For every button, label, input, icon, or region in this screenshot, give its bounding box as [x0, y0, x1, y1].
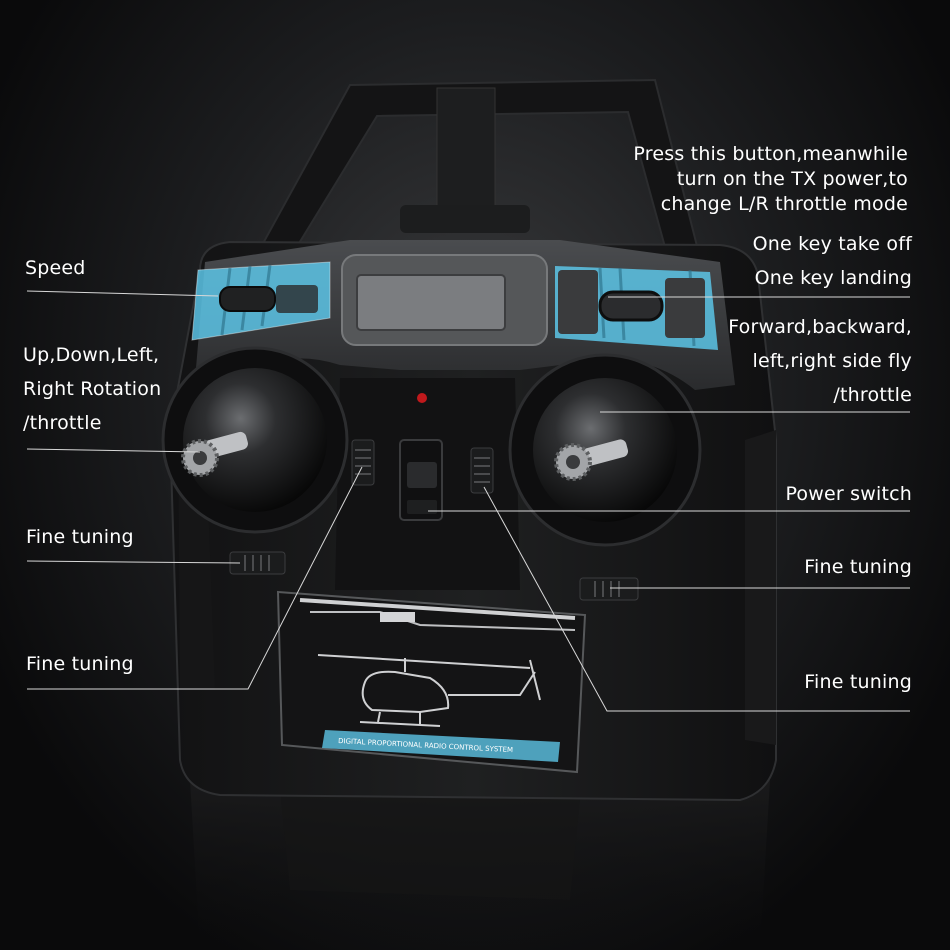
label-one-key: One key take off One key landing: [753, 227, 912, 295]
left-vertical-trim[interactable]: [351, 439, 375, 486]
label-power-switch: Power switch: [785, 483, 912, 505]
label-mode-button: Press this button,meanwhile turn on the …: [633, 142, 908, 217]
label-speed: Speed: [25, 257, 86, 279]
speed-panel: [191, 261, 331, 341]
label-left-stick-line-1: Up,Down,Left,: [23, 344, 160, 366]
label-right-stick-line-2: left,right side fly: [752, 350, 912, 372]
label-mode-button-line-2: turn on the TX power,to: [676, 168, 908, 190]
right-vertical-trim[interactable]: [470, 447, 494, 494]
label-fine-tuning-left-2: Fine tuning: [26, 653, 134, 675]
label-left-stick-line-2: Right Rotation: [23, 378, 162, 400]
power-switch[interactable]: [399, 439, 443, 521]
label-mode-button-line-1: Press this button,meanwhile: [633, 143, 908, 165]
label-one-key-line-2: One key landing: [754, 267, 912, 289]
right-horizontal-trim[interactable]: [579, 577, 639, 601]
floor-reflection: [190, 780, 770, 950]
leader-lines: [26, 290, 910, 712]
one-key-button[interactable]: [598, 290, 664, 322]
label-fine-tuning-right-1: Fine tuning: [804, 556, 912, 578]
label-mode-button-line-3: change L/R throttle mode: [660, 193, 908, 215]
helicopter-icon: [317, 654, 541, 727]
label-left-stick: Up,Down,Left, Right Rotation /throttle: [23, 338, 161, 440]
left-stick[interactable]: [161, 346, 349, 534]
label-right-stick-line-1: Forward,backward,: [728, 316, 912, 338]
speed-switch[interactable]: [219, 286, 276, 312]
label-right-stick: Forward,backward, left,right side fly /t…: [728, 310, 912, 412]
label-one-key-line-1: One key take off: [752, 233, 912, 255]
one-key-panel: [555, 266, 718, 350]
right-stick[interactable]: [508, 353, 702, 547]
label-left-stick-line-3: /throttle: [23, 412, 102, 434]
label-fine-tuning-right-2: Fine tuning: [804, 671, 912, 693]
battery-cover-panel: DIGITAL PROPORTIONAL RADIO CONTROL SYSTE…: [276, 590, 587, 774]
left-horizontal-trim[interactable]: [229, 551, 286, 575]
label-right-stick-line-3: /throttle: [833, 384, 912, 406]
power-led: [417, 393, 427, 403]
label-fine-tuning-left-1: Fine tuning: [26, 526, 134, 548]
